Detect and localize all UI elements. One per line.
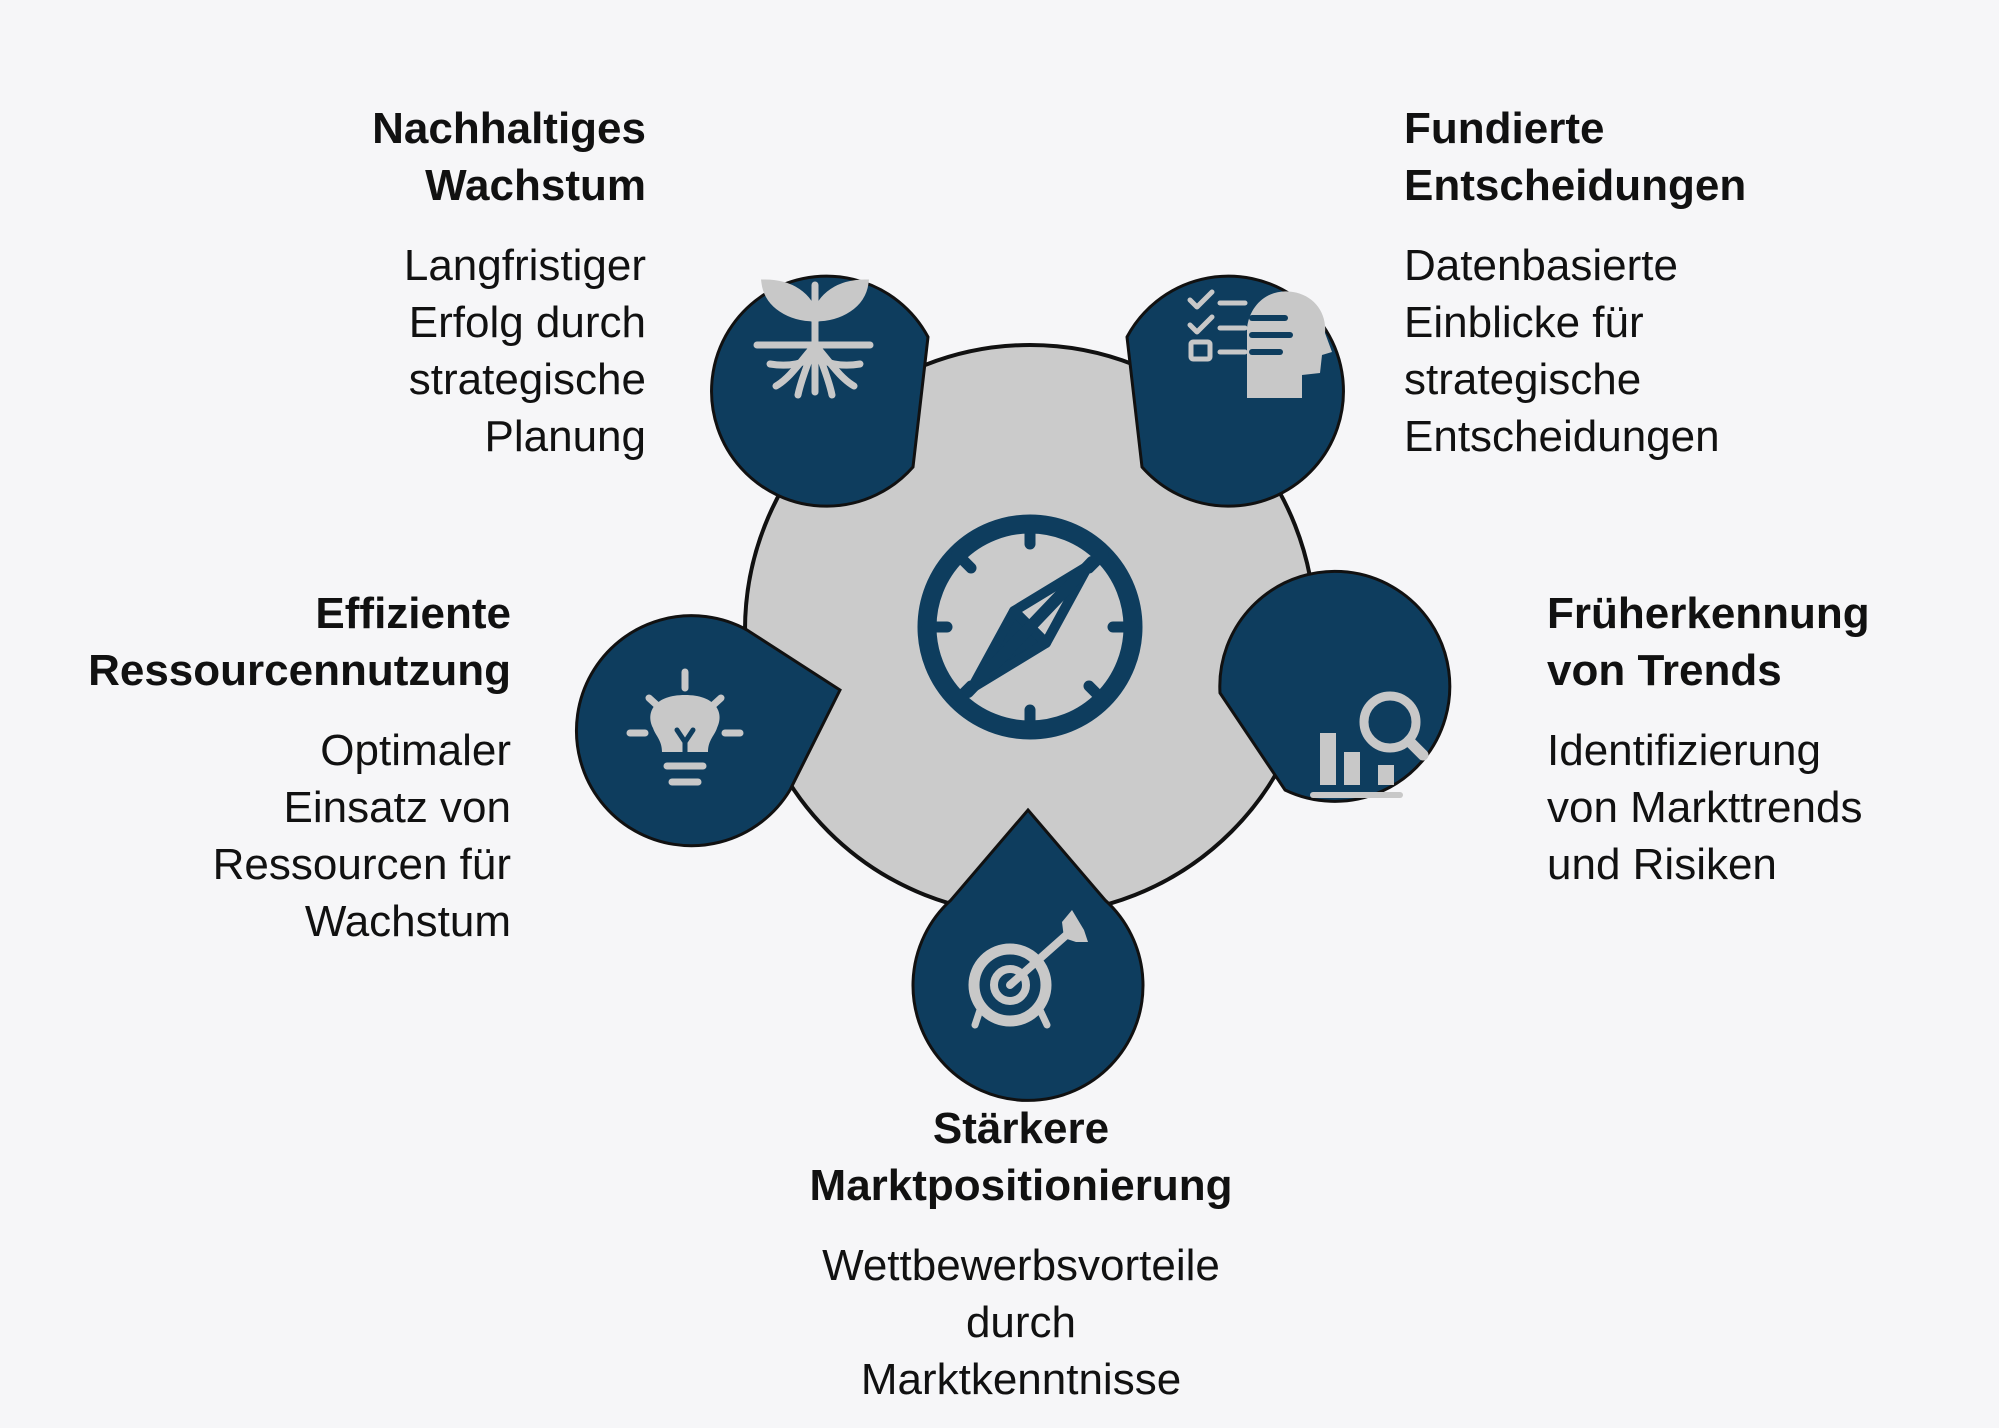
petal-market: [911, 807, 1145, 1102]
item-decisions: Fundierte Entscheidungen Datenbasierte E…: [1404, 100, 1746, 465]
item-title: Nachhaltiges Wachstum: [372, 104, 646, 210]
item-growth: Nachhaltiges Wachstum Langfristiger Erfo…: [372, 100, 646, 465]
item-description: Optimaler Einsatz von Ressourcen für Wac…: [212, 726, 511, 946]
petal-trends: [1218, 569, 1452, 803]
chart-magnifier-icon: [1310, 691, 1429, 798]
item-description: Langfristiger Erfolg durch strategische …: [403, 241, 646, 461]
petal-decisions: [1125, 274, 1345, 508]
item-description: Identifizierung von Markttrends und Risi…: [1547, 726, 1863, 889]
lightbulb-icon: [626, 668, 744, 786]
target-arrow-icon: [968, 910, 1088, 1029]
item-trends: Früherkennung von Trends Identifizierung…: [1547, 585, 1870, 893]
petal-resources: [574, 614, 842, 848]
item-description: Wettbewerbsvorteile durch Marktkenntniss…: [822, 1241, 1220, 1404]
item-title: Früherkennung von Trends: [1547, 589, 1870, 695]
head-checklist-icon: [1187, 289, 1332, 398]
item-title: Effiziente Ressourcennutzung: [88, 589, 511, 695]
item-resources: Effiziente Ressourcennutzung Optimaler E…: [88, 585, 511, 950]
item-description: Datenbasierte Einblicke für strategische…: [1404, 241, 1720, 461]
plant-roots-icon: [753, 279, 874, 399]
item-market: Stärkere Marktpositionierung Wettbewerbs…: [721, 1100, 1321, 1408]
petal-growth: [710, 274, 930, 508]
compass-icon: [917, 514, 1143, 740]
item-title: Fundierte Entscheidungen: [1404, 104, 1747, 210]
item-title: Stärkere Marktpositionierung: [809, 1104, 1233, 1210]
